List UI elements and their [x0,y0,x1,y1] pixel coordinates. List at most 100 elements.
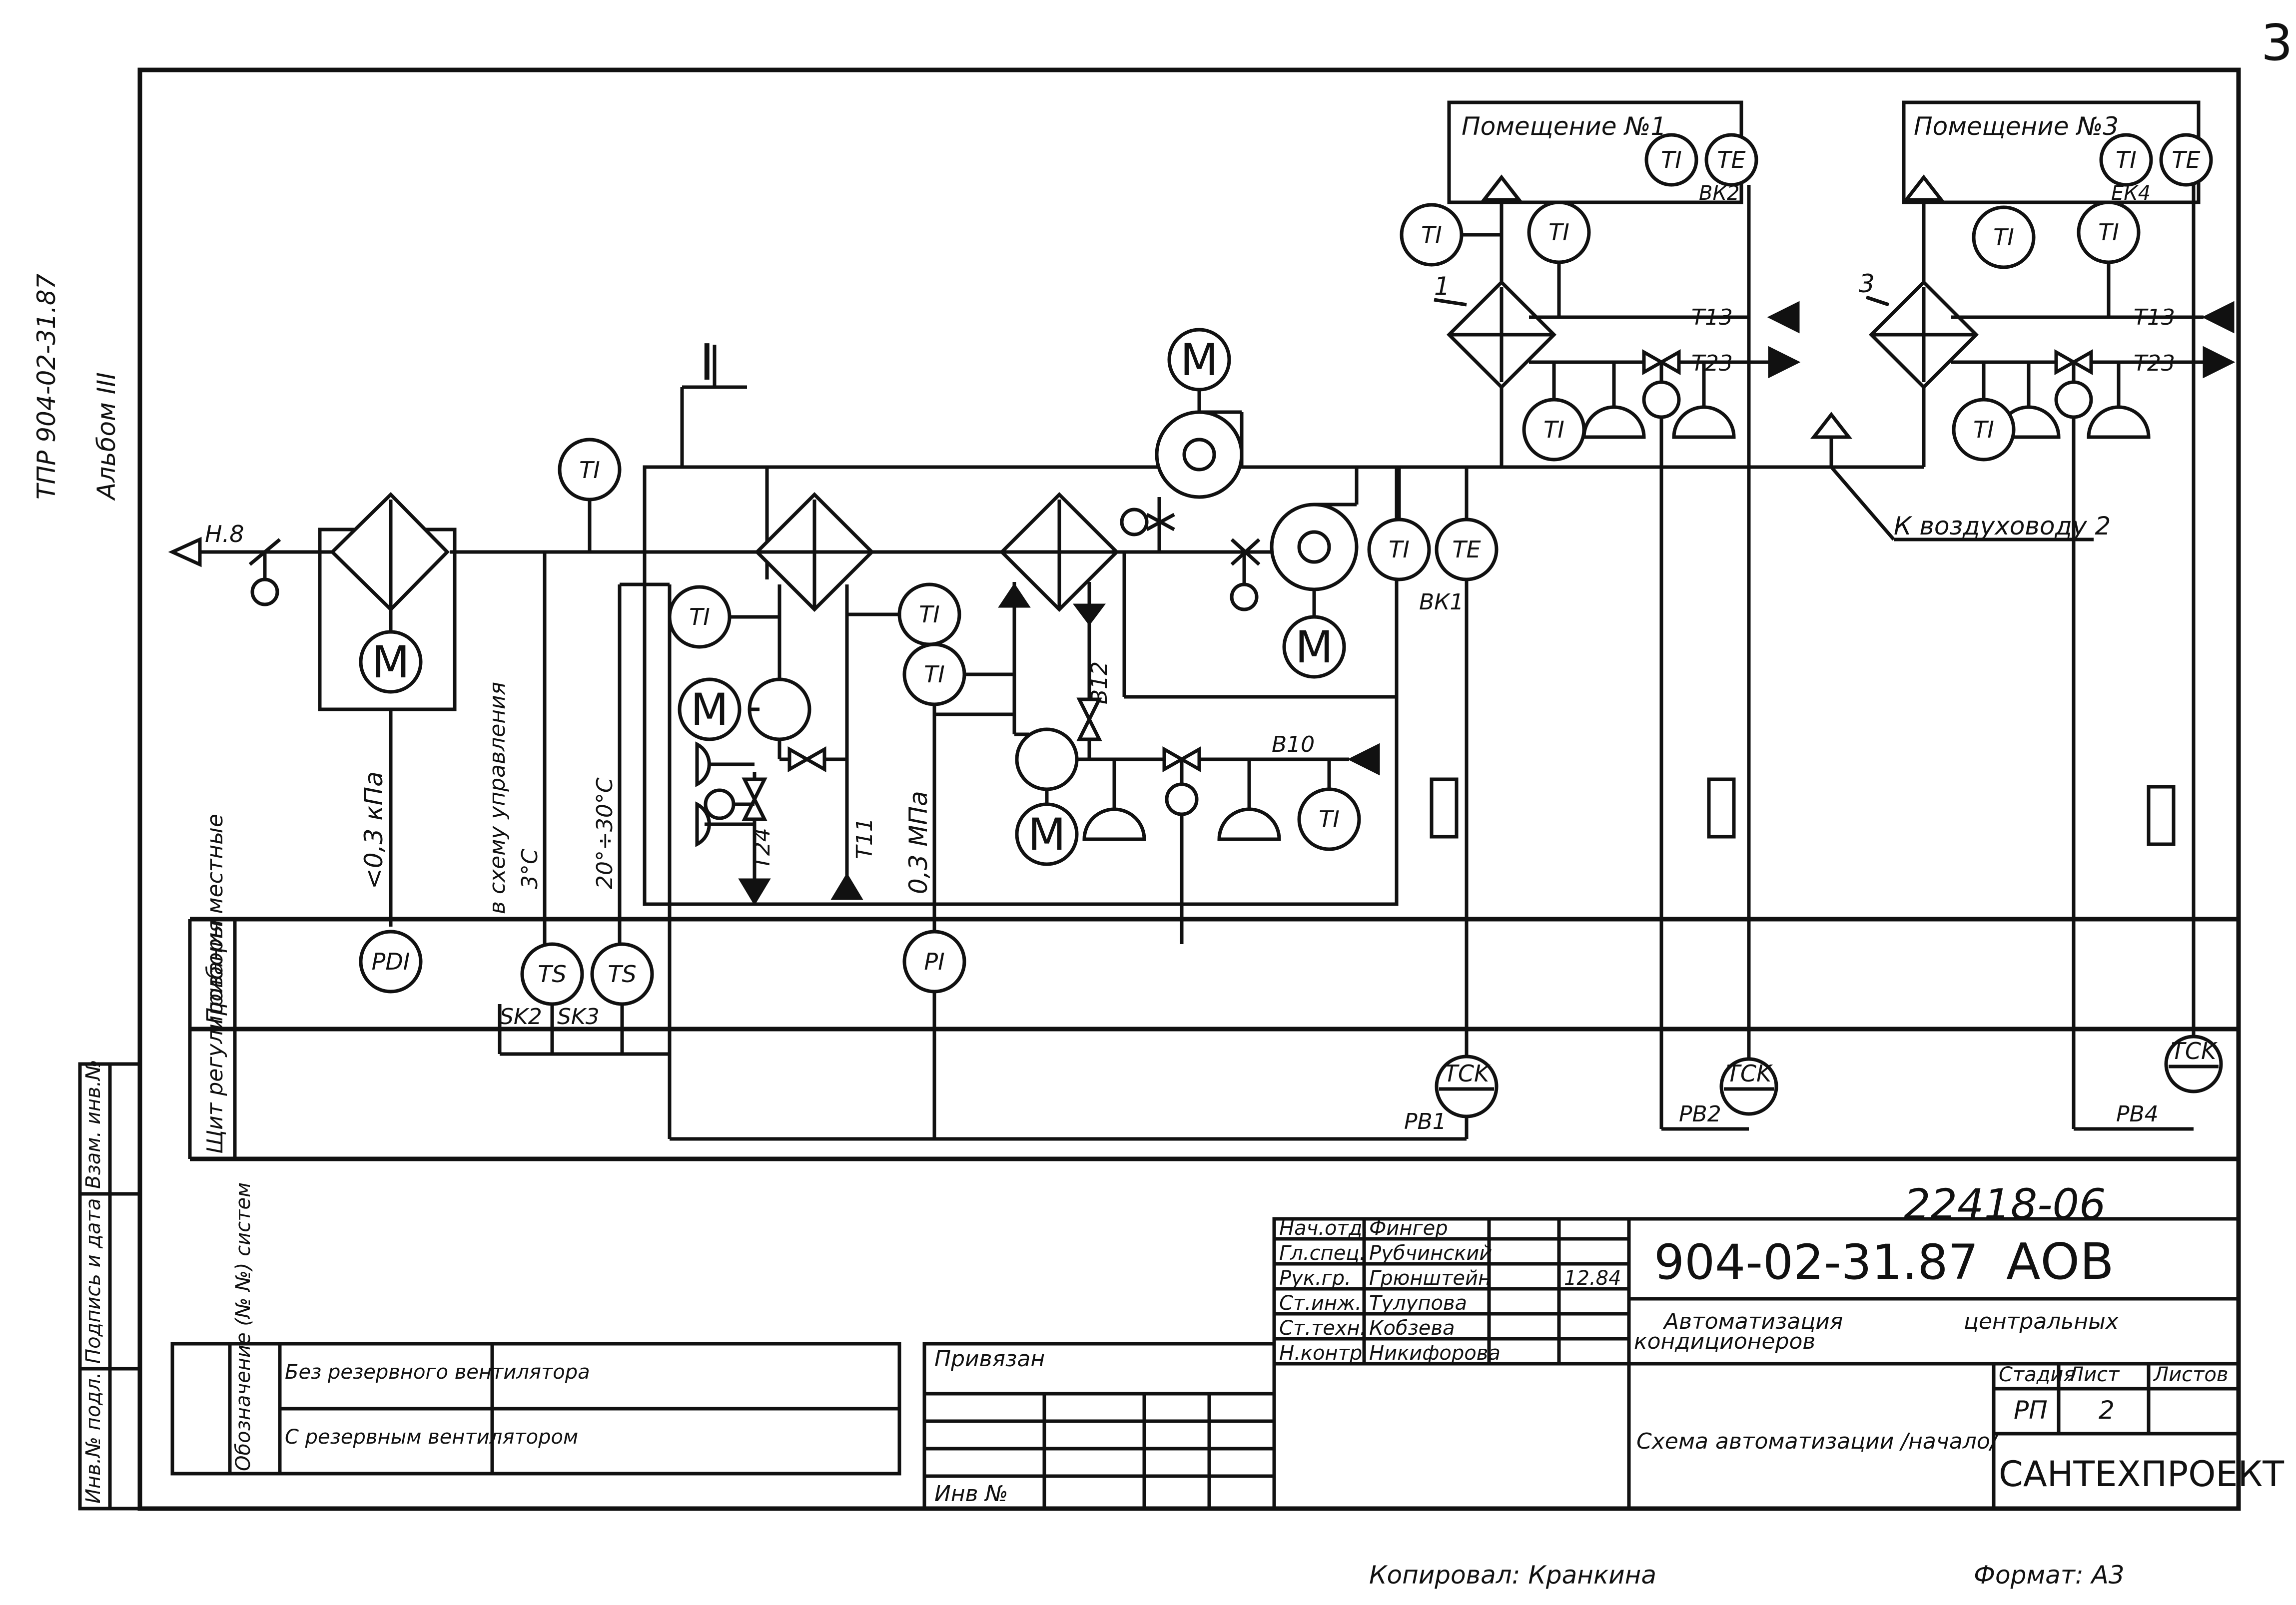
actuator-4 [1217,807,1281,841]
date-note: 12.84 [1564,1267,1621,1290]
room-1: Помещение №1 TI TE ВК2 1 TI TI Т13 Т23 [1400,100,1801,1131]
room-1-label: Помещение №1 [1462,112,1666,141]
supply-duct-sensors: TI TE ВК1 TCK РВ1 [668,467,1499,1141]
filter-unit: M <0,3 кПа [318,492,457,927]
section-code: АОВ [2006,1232,2114,1291]
svg-text:TCK: TCK [1726,1060,1773,1087]
sheet-header: Лист [2068,1363,2120,1386]
pb4-label: РВ4 [2116,1101,2159,1127]
svg-text:TI: TI [919,601,940,628]
svg-text:M: M [1028,809,1066,860]
unit-1-label: 1 [1434,272,1450,301]
sheet-value: 2 [2099,1396,2115,1425]
t23-label-1: Т23 [1691,351,1733,376]
binding-table: Привязан Инв № [922,1342,1276,1511]
svg-text:TCK: TCK [1444,1060,1491,1087]
heater-1: TI TI M Т24 Т11 [668,492,961,906]
pressure-03-label: 0,3 МПа [904,791,933,894]
system-header: Обозначение (№ №) систем [232,1182,255,1471]
signer-name-6: Никифорова [1369,1342,1501,1365]
t13-label-3: Т13 [2134,305,2175,330]
svg-text:TI: TI [689,603,710,630]
t13-label-1: Т13 [1691,305,1733,330]
air-intake [168,536,202,567]
sheet-title: Схема автоматизации /начало/ [1636,1429,2000,1454]
instrument-rows: Приборы местные Щит регулирования [188,814,2241,1161]
signer-role-4: Ст.инж. [1279,1292,1362,1315]
row-panel: Щит регулирования [202,920,228,1154]
svg-text:TI: TI [1973,416,1994,443]
svg-text:TCK: TCK [2171,1038,2218,1065]
stage-value: РП [2014,1396,2048,1425]
fans: M M [1120,328,1924,679]
svg-text:TE: TE [1452,536,1481,563]
svg-text:TI: TI [924,661,945,688]
signer-role-3: Рук.гр. [1279,1267,1351,1290]
room-3-code: ЕК4 [2111,182,2151,205]
b12-label: В12 [1087,661,1112,704]
svg-text:TI: TI [579,457,600,484]
heater-2-pump [1015,727,1079,791]
title-line-1: Автоматизация [1662,1309,1843,1334]
signer-name-4: Тулупова [1369,1292,1467,1315]
format-label: Формат: А3 [1974,1561,2125,1590]
strip-replace: Взам. инв.№ [82,1060,105,1189]
room-1-code: ВК2 [1699,182,1739,205]
signer-name-2: Рубчинский [1369,1242,1492,1265]
to-duct-2-label: К воздуховоду 2 [1894,512,2111,540]
sk2-label: SK2 [500,1004,542,1030]
svg-text:TS: TS [538,961,566,988]
b10-ti [1297,787,1361,851]
signer-role-1: Нач.отд. [1279,1217,1369,1240]
signer-name-1: Фингер [1369,1217,1448,1240]
pb2-label: РВ2 [1679,1101,1721,1127]
ts-switches: в схему управления 3°С 20°÷30°С TS TS SK… [485,552,672,1056]
sheets-header: Листов [2153,1363,2228,1386]
svg-text:TI: TI [2098,219,2119,246]
heater-2: В12 TI M В10 TI 0,3 МПа PI [902,492,1397,994]
set-3c: 3°С [517,849,543,889]
left-binding-strip: Инв.№ подл. Подпись и дата Взам. инв.№ [78,1060,142,1511]
pb1-label: РВ1 [1404,1109,1447,1134]
bk1-label: ВК1 [1419,589,1464,615]
pdi: PDI [359,930,423,994]
heater-2-pump-motor [1015,802,1079,866]
svg-text:PDI: PDI [372,948,410,975]
room-3-label: Помещение №3 [1914,112,2119,141]
b10-label: В10 [1272,732,1315,757]
sheet-number: 3 [2261,13,2293,72]
signer-name-5: Кобзева [1369,1317,1455,1340]
copied-by: Копировал: Кранкина [1369,1561,1656,1590]
system-row-1: Без резервного вентилятора [285,1361,590,1384]
signer-role-5: Ст.техн. [1279,1317,1366,1340]
svg-text:TI: TI [1661,146,1682,173]
heater-1-ti-left [668,585,732,649]
intake-damper [248,538,281,606]
system-table: Обозначение (№ №) систем Без резервного … [170,1182,901,1476]
signer-role-2: Гл.спец. [1279,1242,1366,1265]
organization: САНТЕХПРОЕКТ [1999,1454,2284,1495]
unit-3-label: 3 [1859,269,1875,298]
svg-text:TI: TI [1543,416,1564,443]
svg-text:TS: TS [608,961,636,988]
svg-text:M: M [691,684,729,735]
range-20-30: 20°÷30°С [592,777,618,889]
tck-pb4 [2164,1035,2223,1093]
title-block: Нач.отд. Фингер Гл.спец. Рубчинский Рук.… [1272,1217,2284,1511]
ti-duct: TI [558,438,622,552]
doc-number: 22418-06 [1904,1180,2106,1229]
tck-pb2 [1719,1057,1778,1116]
t23-label-3: Т23 [2134,351,2175,376]
svg-text:TI: TI [1389,536,1410,563]
row-local-devices: Приборы местные [202,814,228,1024]
svg-text:PI: PI [924,948,944,975]
t11-label: Т11 [852,818,877,859]
svg-text:TI: TI [1319,806,1340,833]
title-line-3: кондиционеров [1634,1329,1815,1354]
album-label: Альбом III [92,372,121,501]
svg-text:TI: TI [1421,221,1442,248]
strip-signature: Подпись и дата [82,1198,105,1364]
svg-text:TI: TI [2116,146,2137,173]
